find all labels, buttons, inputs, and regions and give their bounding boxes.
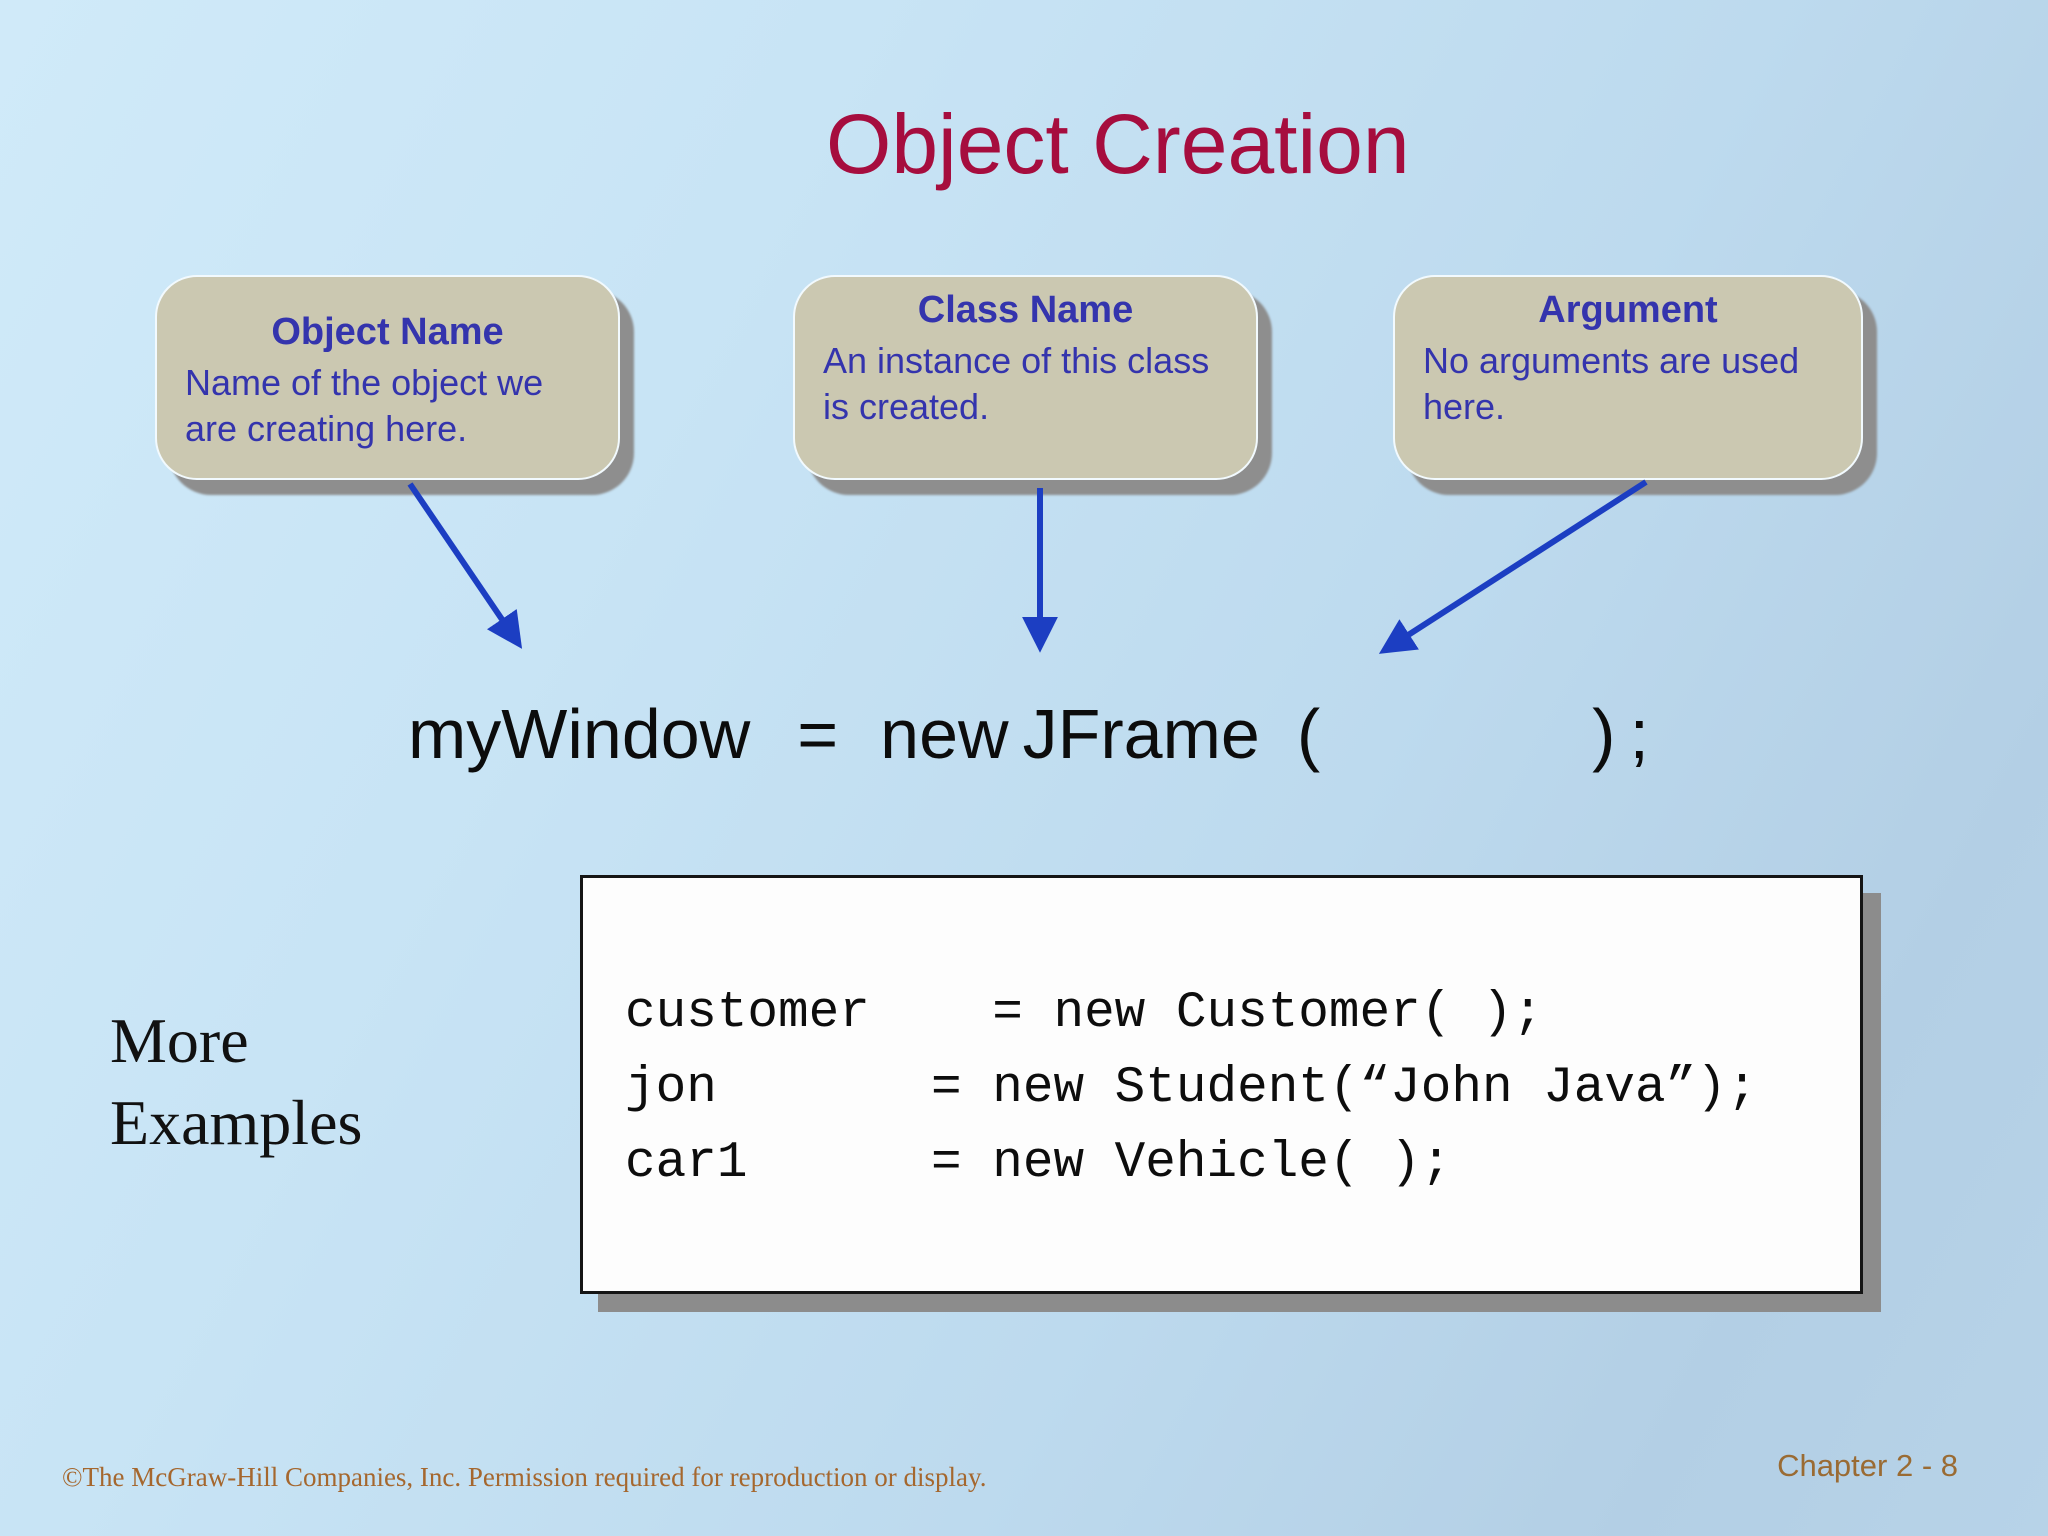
callout-body: An instance of this class is created. <box>823 340 1210 427</box>
callout-class-name: Class Name An instance of this class is … <box>793 275 1258 480</box>
token-new-keyword: new <box>880 695 1009 773</box>
code-line: jon = new Student(“John Java”); <box>625 1060 1758 1117</box>
code-line: customer = new Customer( ); <box>625 985 1544 1042</box>
arrow-object-name-icon <box>407 482 523 649</box>
copyright-notice: ©The McGraw-Hill Companies, Inc. Permiss… <box>62 1462 987 1492</box>
code-statement: myWindow = new JFrame ( ) ; <box>408 694 1649 774</box>
callout-body: Name of the object we are creating here. <box>185 362 544 449</box>
token-class-name: JFrame <box>1022 695 1260 773</box>
arrow-argument-icon <box>1378 479 1648 654</box>
token-semicolon: ; <box>1629 695 1649 773</box>
token-close-paren: ) <box>1592 695 1616 773</box>
token-equals: = <box>797 695 839 773</box>
slide-title: Object Creation <box>826 97 1410 191</box>
chapter-page-label: Chapter 2 - 8 <box>1777 1448 1958 1483</box>
callout-argument: Argument No arguments are used here. <box>1393 275 1863 480</box>
callout-heading: Argument <box>1538 289 1718 331</box>
callout-heading: Object Name <box>271 311 504 353</box>
more-examples-label: More Examples <box>110 1000 362 1164</box>
token-object-name: myWindow <box>408 695 751 773</box>
callout-body: No arguments are used here. <box>1423 340 1800 427</box>
token-open-paren: ( <box>1296 695 1321 773</box>
more-examples-line2: Examples <box>110 1087 363 1158</box>
more-examples-line1: More <box>110 1005 249 1076</box>
callout-heading: Class Name <box>917 289 1134 331</box>
code-examples-box: customer = new Customer( ); jon = new St… <box>580 875 1863 1294</box>
callout-object-name: Object Name Name of the object we are cr… <box>155 275 620 480</box>
code-line: car1 = new Vehicle( ); <box>625 1135 1452 1192</box>
